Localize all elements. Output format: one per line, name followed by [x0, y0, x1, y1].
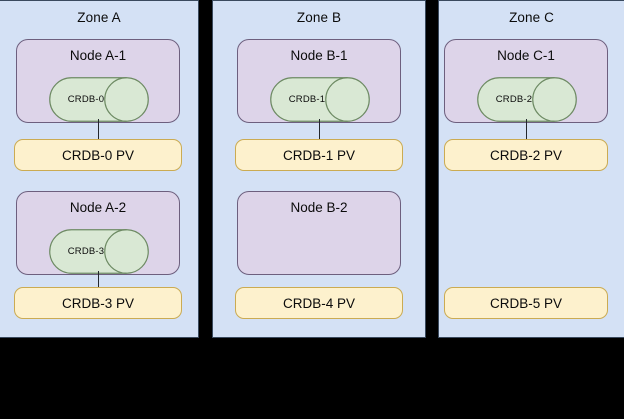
node-a-2-box[interactable]: Node A-2 CRDB-3	[16, 191, 180, 275]
pod-crdb-0-cylinder[interactable]: CRDB-0	[49, 77, 149, 122]
pv-crdb-1-pv[interactable]: CRDB-1 PV	[235, 139, 403, 171]
node-b-1-label: Node B-1	[290, 48, 348, 63]
node-b-1-box[interactable]: Node B-1 CRDB-1	[237, 39, 401, 123]
pod-crdb-1-label: CRDB-1	[288, 94, 326, 105]
zone-b-title: Zone B	[296, 10, 342, 25]
pv-crdb-3-pv[interactable]: CRDB-3 PV	[14, 287, 182, 319]
pod-crdb-1-cylinder[interactable]: CRDB-1	[270, 77, 370, 122]
pod-crdb-0-label: CRDB-0	[67, 94, 105, 105]
cylinder-shape	[49, 229, 149, 274]
pv-crdb-5-pv[interactable]: CRDB-5 PV	[444, 287, 608, 319]
pv-crdb-2-pv[interactable]: CRDB-2 PV	[444, 139, 608, 171]
pod-crdb-2-label: CRDB-2	[495, 94, 533, 105]
node-c-1-label: Node C-1	[497, 48, 555, 63]
node-c-1-box[interactable]: Node C-1 CRDB-2	[444, 39, 608, 123]
node-b-2-label: Node B-2	[290, 200, 348, 215]
zone-c-title: Zone C	[509, 10, 554, 25]
connector-crdb-1-to-pv	[319, 119, 320, 139]
cylinder-shape	[49, 77, 149, 122]
zone-c-panel[interactable]: Zone C Node C-1 CRDB-2 CRDB-2 PV CRDB-5 …	[438, 0, 624, 338]
connector-crdb-3-to-pv	[98, 271, 99, 291]
node-a-1-label: Node A-1	[69, 48, 127, 63]
node-a-1-box[interactable]: Node A-1 CRDB-0	[16, 39, 180, 123]
node-a-2-label: Node A-2	[69, 200, 127, 215]
zone-a-panel[interactable]: Zone A Node A-1 CRDB-0 CRDB-0 PV Node A-…	[0, 0, 199, 338]
pod-crdb-3-cylinder[interactable]: CRDB-3	[49, 229, 149, 274]
pv-crdb-4-pv[interactable]: CRDB-4 PV	[235, 287, 403, 319]
pv-crdb-0-pv[interactable]: CRDB-0 PV	[14, 139, 182, 171]
node-b-2-box[interactable]: Node B-2	[237, 191, 401, 275]
connector-crdb-0-to-pv	[98, 119, 99, 139]
connector-crdb-2-to-pv	[526, 119, 527, 139]
pod-crdb-2-cylinder[interactable]: CRDB-2	[477, 77, 577, 122]
zone-b-panel[interactable]: Zone B Node B-1 CRDB-1 CRDB-1 PV Node B-…	[212, 0, 426, 338]
zone-a-title: Zone A	[77, 10, 121, 25]
cylinder-shape	[270, 77, 370, 122]
pod-crdb-3-label: CRDB-3	[67, 246, 105, 257]
cylinder-shape	[477, 77, 577, 122]
